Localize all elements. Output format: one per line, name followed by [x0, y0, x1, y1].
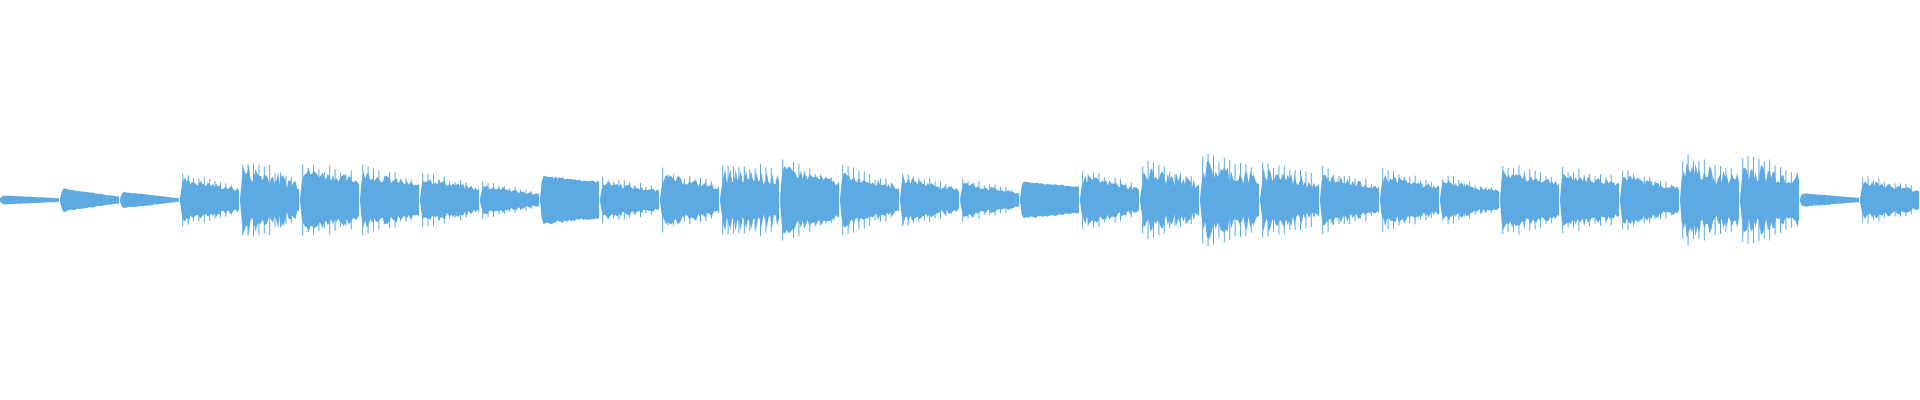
waveform-segment [1800, 193, 1859, 207]
waveform-segment [60, 188, 119, 213]
waveform-segment [120, 191, 179, 209]
waveform-segment [0, 195, 59, 205]
waveform-segment [540, 175, 599, 225]
waveform-segments [0, 154, 1919, 246]
waveform-segment [1020, 181, 1079, 219]
